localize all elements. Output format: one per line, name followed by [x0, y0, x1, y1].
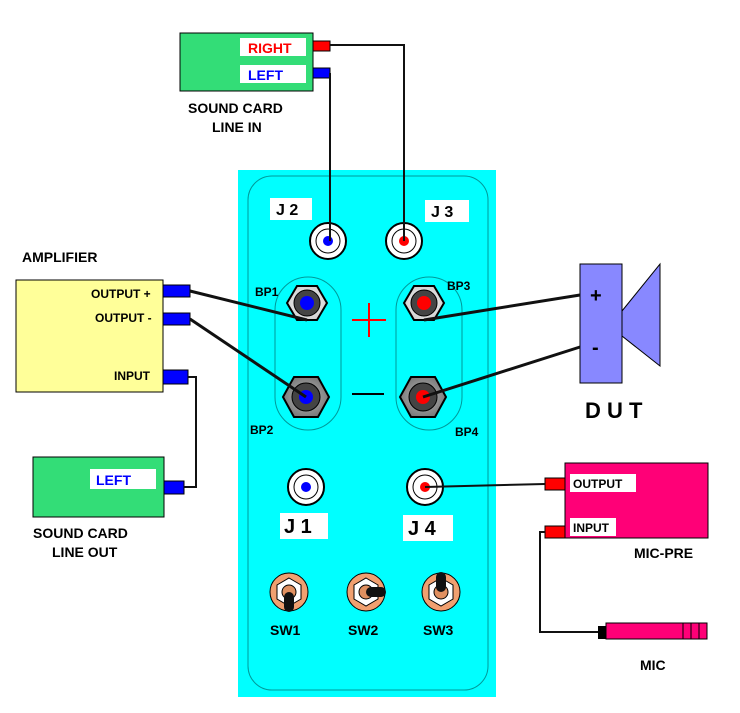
speaker-magnet — [579, 263, 623, 384]
wire-outminus-to-bp2 — [189, 317, 307, 399]
sw2-label: SW2 — [348, 622, 379, 638]
mic-pre-label: MIC-PRE — [634, 545, 693, 561]
amp-input-label: INPUT — [114, 369, 151, 383]
amplifier-title: AMPLIFIER — [22, 249, 97, 265]
wire-bp3-to-dut-plus — [423, 293, 581, 322]
panel-inner-outline — [247, 175, 489, 691]
j2-label: J 2 — [276, 202, 298, 219]
sw1-label: SW1 — [270, 622, 301, 638]
left-plug[interactable] — [312, 67, 331, 79]
test-panel: J 2 J 3 BP1 BP3 BP2 BP4 — [238, 170, 496, 697]
mic-label: MIC — [640, 657, 666, 673]
mic-head — [682, 622, 708, 640]
sound-card-out-caption-1: SOUND CARD — [33, 525, 128, 541]
wire-micpre-to-mic — [539, 531, 598, 633]
bp-right-oval — [395, 276, 463, 431]
mic-preamp: OUTPUT INPUT MIC-PRE — [544, 462, 709, 561]
dut-label: D U T — [585, 398, 643, 423]
sound-card-in-caption-1: SOUND CARD — [188, 100, 283, 116]
mic-pre-output-plug[interactable] — [544, 477, 566, 491]
amplifier-box — [15, 279, 164, 393]
wires — [184, 44, 598, 633]
right-channel-label: RIGHT — [248, 40, 292, 56]
wire-j4-to-micpre — [424, 483, 546, 488]
microphone: MIC — [598, 622, 708, 673]
bp4-label: BP4 — [455, 425, 479, 439]
bp3-binding-post[interactable] — [402, 285, 446, 321]
j1-jack[interactable] — [287, 468, 325, 506]
sound-card-out-caption-2: LINE OUT — [52, 544, 118, 560]
bp2-label: BP2 — [250, 423, 274, 437]
line-out-left-label: LEFT — [96, 472, 131, 488]
bp1-label: BP1 — [255, 285, 279, 299]
wire-bp4-to-dut-minus — [422, 345, 581, 399]
sw1-toggle-switch[interactable] — [269, 572, 309, 612]
wire-right-to-j3 — [330, 44, 405, 241]
plus-symbol — [352, 303, 386, 337]
output-minus-label: OUTPUT - — [95, 311, 152, 325]
bp3-label: BP3 — [447, 279, 471, 293]
speaker-cone — [621, 262, 661, 368]
dut-plus-label: + — [590, 285, 602, 307]
sw3-label: SW3 — [423, 622, 454, 638]
output-minus-plug[interactable] — [162, 312, 191, 326]
right-plug[interactable] — [312, 40, 331, 52]
mic-pre-output-label: OUTPUT — [573, 477, 623, 491]
output-plus-label: OUTPUT + — [91, 287, 151, 301]
sound-card-line-in: RIGHT LEFT SOUND CARD LINE IN — [179, 32, 331, 135]
dut-minus-label: - — [592, 337, 599, 359]
sound-card-line-out: LEFT SOUND CARD LINE OUT — [32, 456, 185, 560]
dut-speaker: + - D U T — [579, 262, 661, 423]
sound-card-in-caption-2: LINE IN — [212, 119, 262, 135]
mic-pre-input-label: INPUT — [573, 521, 610, 535]
amplifier: AMPLIFIER OUTPUT + OUTPUT - INPUT — [15, 249, 191, 393]
mic-connector — [598, 626, 606, 639]
j2-jack[interactable] — [309, 222, 347, 260]
j3-label: J 3 — [431, 204, 453, 221]
wire-input-to-lineout — [184, 376, 197, 488]
bp-left-oval — [274, 276, 342, 431]
mic-body[interactable] — [605, 622, 684, 640]
left-channel-label: LEFT — [248, 67, 283, 83]
output-plus-plug[interactable] — [162, 284, 191, 298]
line-out-plug[interactable] — [163, 480, 185, 495]
bp1-binding-post[interactable] — [285, 285, 329, 321]
j1-label: J 1 — [284, 516, 312, 538]
sw3-toggle-switch[interactable] — [421, 572, 461, 612]
wire-outplus-to-bp1 — [189, 289, 308, 322]
sw2-toggle-switch[interactable] — [346, 572, 386, 612]
mic-pre-input-plug[interactable] — [544, 525, 566, 539]
amp-input-plug[interactable] — [162, 369, 189, 385]
j4-label: J 4 — [408, 518, 437, 540]
